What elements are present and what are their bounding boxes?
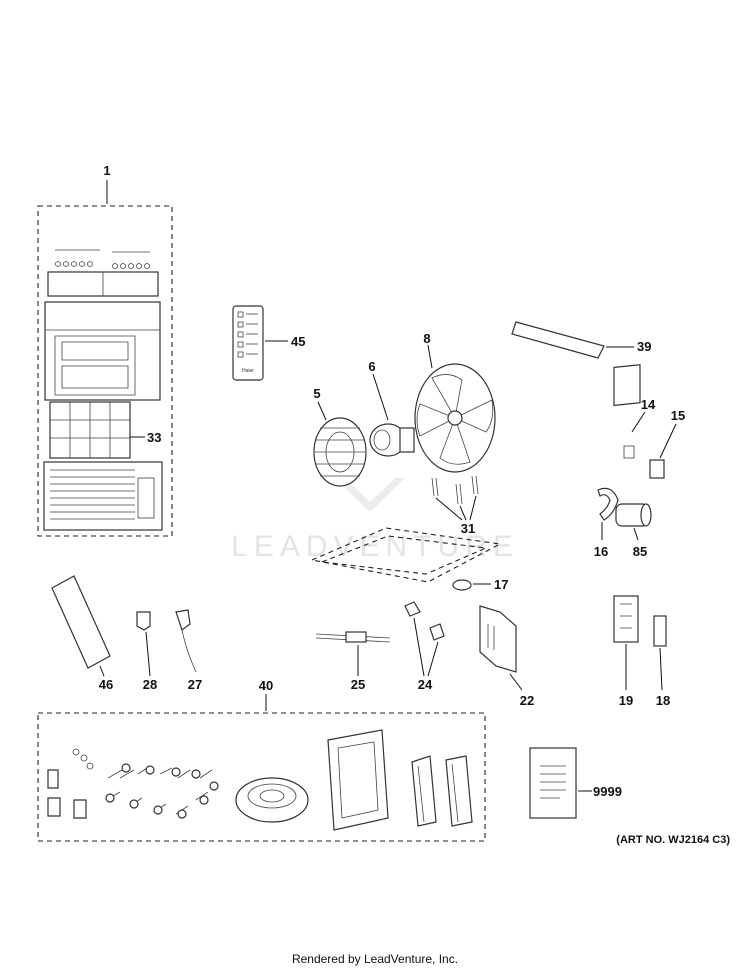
callout-22: 22 <box>520 693 534 708</box>
switch: 15 <box>649 408 685 479</box>
art-number: (ART NO. WJ2164 C3) <box>616 834 730 846</box>
control-strip <box>47 249 159 297</box>
callout-40: 40 <box>259 678 273 693</box>
remote-control: Haier 45 <box>232 305 305 381</box>
front-grille <box>43 461 163 531</box>
top-seal: 39 <box>511 321 651 359</box>
brackets: 24 <box>404 601 445 692</box>
fan-motor: 6 <box>368 359 415 457</box>
base-pan <box>310 527 502 583</box>
wire-harness: 25 <box>315 631 391 692</box>
display-board: 19 <box>613 595 639 708</box>
callout-18: 18 <box>656 693 670 708</box>
side-panel: 46 <box>51 575 113 692</box>
callout-31: 31 <box>461 521 475 536</box>
clip: 28 <box>136 611 157 692</box>
footer-credit: Rendered by LeadVenture, Inc. <box>291 952 459 966</box>
capacitor: 85 <box>615 503 652 559</box>
capacitor-strap: 16 <box>594 487 619 559</box>
control-board: 14 <box>613 364 656 459</box>
watermark: LEADVENTURE <box>231 478 519 563</box>
callout-19: 19 <box>619 693 633 708</box>
callout-39: 39 <box>637 339 651 354</box>
fan-screws: 31 <box>431 475 479 536</box>
callout-1: 1 <box>103 163 110 178</box>
mounting-bracket: 22 <box>479 605 534 708</box>
callout-45: 45 <box>291 334 305 349</box>
callout-14: 14 <box>641 397 656 412</box>
rubber-foot: 17 <box>452 577 508 592</box>
filter <box>49 401 131 459</box>
callout-24: 24 <box>418 677 433 692</box>
callout-5: 5 <box>313 386 320 401</box>
callout-16: 85 <box>633 544 647 559</box>
callout-25: 25 <box>351 677 365 692</box>
callout-6: 6 <box>368 359 375 374</box>
callout-17: 16 <box>594 544 608 559</box>
callout-27: 27 <box>188 677 202 692</box>
window-frame <box>327 729 389 831</box>
callout-8: 8 <box>423 331 430 346</box>
callout-28: 28 <box>143 677 157 692</box>
watermark-text: LEADVENTURE <box>231 530 519 563</box>
fan-blade: 8 <box>414 331 496 473</box>
front-panel-assembly: 1 33 <box>37 163 173 537</box>
receiver-board: 18 <box>653 615 670 708</box>
owners-manual: 9999 <box>529 747 622 819</box>
callout-9999: 9999 <box>593 784 622 799</box>
foam-seal-roll <box>235 777 309 823</box>
callout-46: 46 <box>99 677 113 692</box>
remote-brand: Haier <box>242 368 254 374</box>
blower-wheel: 5 <box>313 386 367 487</box>
callout-33: 33 <box>147 430 161 445</box>
temperature-sensor: 27 <box>175 609 202 692</box>
callout-15: 15 <box>671 408 685 423</box>
front-frame <box>44 301 161 401</box>
installation-kit: 40 <box>37 678 486 842</box>
side-curtains <box>411 755 473 827</box>
callout-85: 17 <box>494 577 508 592</box>
